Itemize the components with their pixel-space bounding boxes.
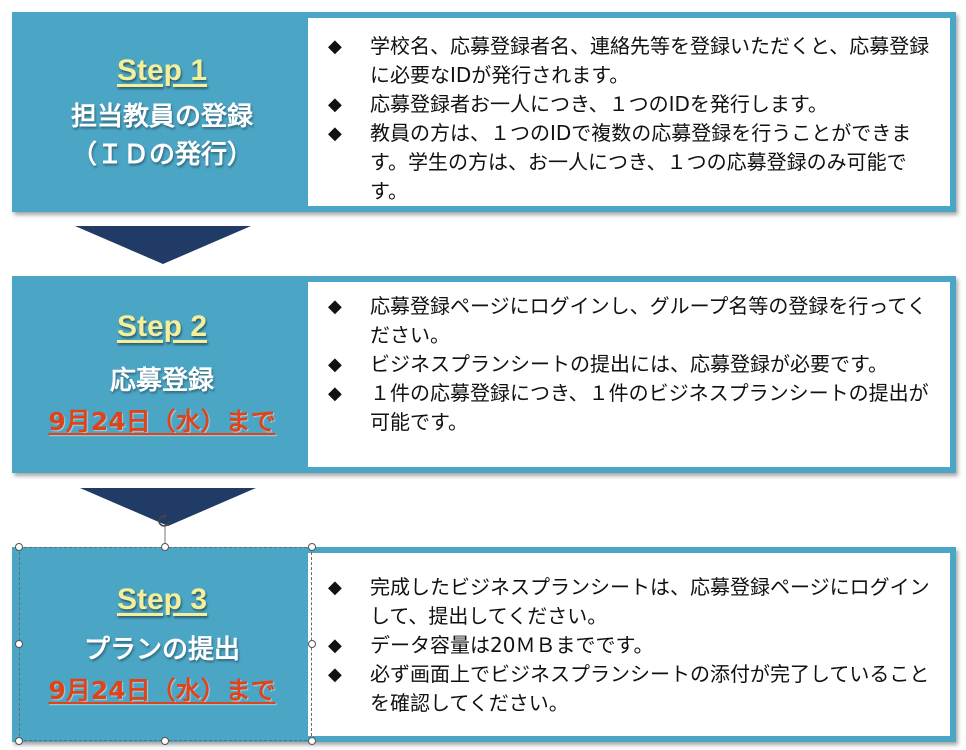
down-arrow-2 xyxy=(80,488,256,526)
step-1-title-line-1: 担当教員の登録 xyxy=(70,102,253,132)
step-1-label: Step 1 xyxy=(116,54,208,87)
diamond-bullet-icon: ◆ xyxy=(328,123,342,144)
step-3-box: Step 3 プランの提出 9月24日（水）まで ◆完成したビジネスプランシート… xyxy=(12,547,956,742)
step-2-heading: Step 2 応募登録 9月24日（水）まで xyxy=(12,276,312,473)
resize-handle-bottom-right[interactable] xyxy=(308,737,316,745)
step-1-title-line-2: （ＩＤの発行） xyxy=(70,140,253,170)
resize-handle-top-center[interactable] xyxy=(161,543,169,551)
step-2-box: Step 2 応募登録 9月24日（水）まで ◆応募登録ページにログインし、グル… xyxy=(12,276,956,473)
diamond-bullet-icon: ◆ xyxy=(328,296,342,317)
step-3-description: ◆完成したビジネスプランシートは、応募登録ページにログインして、提出してください… xyxy=(308,553,950,736)
step-2-description: ◆応募登録ページにログインし、グループ名等の登録を行ってください。 ◆ビジネスプ… xyxy=(308,282,950,467)
diamond-bullet-icon: ◆ xyxy=(328,577,342,598)
step-3-title: プランの提出 xyxy=(83,634,240,665)
diamond-bullet-icon: ◆ xyxy=(328,383,342,404)
step-2-bullet: ◆応募登録ページにログインし、グループ名等の登録を行ってください。 xyxy=(328,294,927,347)
step-1-bullet: ◆応募登録者お一人につき、１つのIDを発行します。 xyxy=(326,90,936,119)
step-3-heading: Step 3 プランの提出 9月24日（水）まで xyxy=(12,547,312,742)
step-2-deadline: 9月24日（水）まで xyxy=(48,406,276,436)
step-3-label: Step 3 xyxy=(116,582,208,616)
step-2-bullet: ◆ビジネスプランシートの提出には、応募登録が必要です。 xyxy=(326,350,936,379)
step-1-box: Step 1 担当教員の登録 （ＩＤの発行） ◆学校名、応募登録者名、連絡先等を… xyxy=(12,12,956,212)
step-3-deadline: 9月24日（水）まで xyxy=(48,675,276,705)
step-3-bullet-list: ◆完成したビジネスプランシートは、応募登録ページにログインして、提出してください… xyxy=(326,573,936,718)
diamond-bullet-icon: ◆ xyxy=(328,94,342,115)
resize-handle-bottom-left[interactable] xyxy=(15,737,23,745)
resize-handle-bottom-center[interactable] xyxy=(161,737,169,745)
resize-handle-middle-left[interactable] xyxy=(15,640,23,648)
selection-outline xyxy=(19,547,312,741)
step-1-description: ◆学校名、応募登録者名、連絡先等を登録いただくと、応募登録に必要なIDが発行され… xyxy=(308,18,950,206)
diamond-bullet-icon: ◆ xyxy=(328,354,342,375)
down-arrow-1 xyxy=(75,226,251,264)
step-3-bullet: ◆完成したビジネスプランシートは、応募登録ページにログインして、提出してください… xyxy=(328,575,930,628)
step-3-bullet: ◆必ず画面上でビジネスプランシートの添付が完了していることを確認してください。 xyxy=(328,662,930,715)
resize-handle-top-right[interactable] xyxy=(308,543,316,551)
step-2-label: Step 2 xyxy=(116,309,208,343)
step-2-title: 応募登録 xyxy=(109,365,214,396)
step-1-bullet-list: ◆学校名、応募登録者名、連絡先等を登録いただくと、応募登録に必要なIDが発行され… xyxy=(326,32,936,206)
step-1-bullet: ◆学校名、応募登録者名、連絡先等を登録いただくと、応募登録に必要なIDが発行され… xyxy=(328,34,930,87)
step-3-bullet: ◆データ容量は20ＭＢまでです。 xyxy=(326,631,936,660)
step-2-bullet: ◆１件の応募登録につき、１件のビジネスプランシートの提出が可能です。 xyxy=(328,381,929,434)
step-2-bullet-list: ◆応募登録ページにログインし、グループ名等の登録を行ってください。 ◆ビジネスプ… xyxy=(326,292,936,437)
resize-handle-middle-right[interactable] xyxy=(308,640,316,648)
diamond-bullet-icon: ◆ xyxy=(328,664,342,685)
diamond-bullet-icon: ◆ xyxy=(328,635,342,656)
step-1-bullet: ◆教員の方は、１つのIDで複数の応募登録を行うことができます。学生の方は、お一人… xyxy=(328,121,912,203)
diamond-bullet-icon: ◆ xyxy=(328,36,342,57)
resize-handle-top-left[interactable] xyxy=(15,543,23,551)
step-1-heading: Step 1 担当教員の登録 （ＩＤの発行） xyxy=(12,12,312,212)
